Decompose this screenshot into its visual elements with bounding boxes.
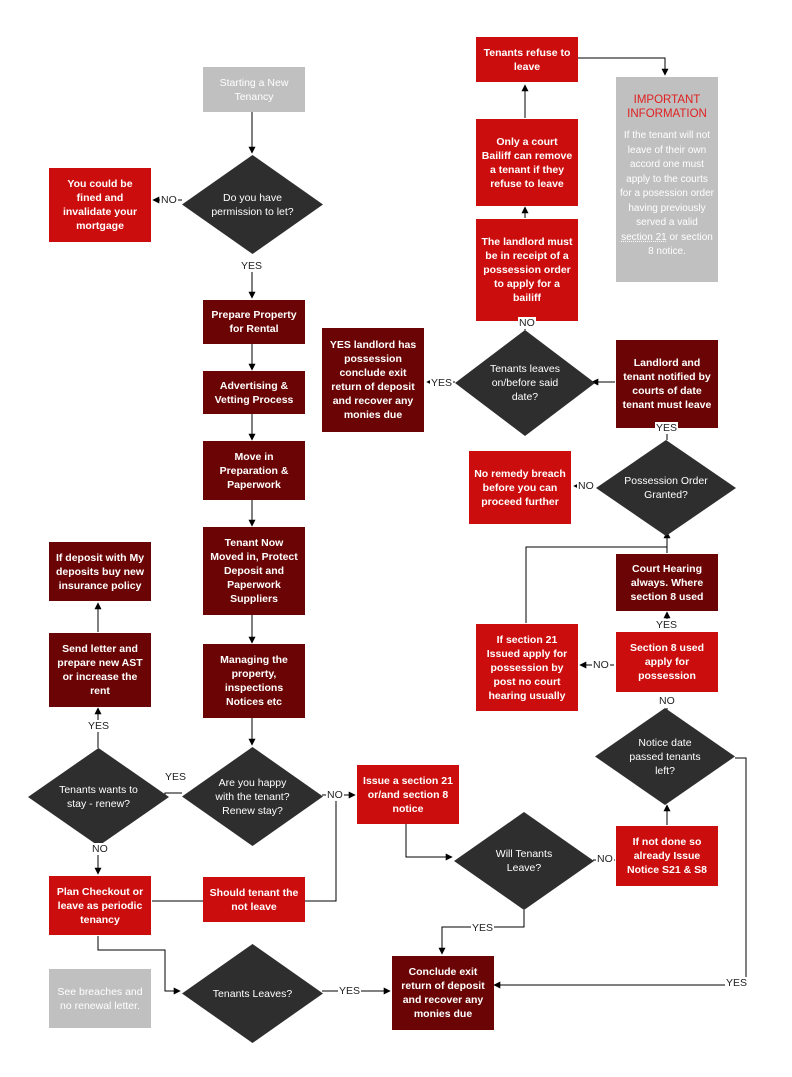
notified-box: Landlord and tenant notified by courts o… [616,340,718,428]
tenant-moved-box: Tenant Now Moved in, Protect Deposit and… [203,527,305,615]
court-hearing-box: Court Hearing always. Where section 8 us… [616,554,718,611]
label-notice-yes: YES [725,977,749,989]
label-stay-no: NO [91,843,109,855]
label-stay-yes: YES [87,720,111,732]
label-will-leave-no: NO [596,853,614,865]
conclude-bottom-box: Conclude exit return of deposit and reco… [392,956,494,1030]
tenants-leaves-text: Tenants Leaves? [212,987,293,1000]
s21-issued-box: If section 21 Issued apply for possessio… [476,624,578,711]
label-s8-no: NO [592,659,610,671]
label-possession-yes: YES [655,422,679,434]
refuse-box: Tenants refuse to leave [476,37,578,82]
important-info-panel: IMPORTANT INFORMATION If the tenant will… [616,77,718,282]
happy-text: Are you happy with the tenant? Renew sta… [215,776,290,817]
label-leaves-before-no: NO [518,317,536,329]
label-s8-yes: YES [655,619,679,631]
label-happy-no: NO [326,789,344,801]
bailiff-box: Only a court Bailiff can remove a tenant… [476,119,578,206]
send-letter-box: Send letter and prepare new AST or incre… [49,633,151,707]
prepare-box: Prepare Property for Rental [203,300,305,344]
fined-box: You could be fined and invalidate your m… [49,168,151,242]
label-possession-no: NO [577,480,595,492]
label-leaves-before-yes: YES [430,377,454,389]
label-will-leave-yes: YES [471,922,495,934]
should-leave-box: Should tenant the not leave [203,877,305,922]
label-permission-no: NO [160,194,178,206]
receipt-box: The landlord must be in receipt of a pos… [476,219,578,321]
plan-checkout-box: Plan Checkout or leave as periodic tenan… [49,876,151,935]
will-leave-text: Will Tenants Leave? [495,848,553,874]
info-text-after: or section 8 notice. [648,231,713,258]
label-notice-no: NO [658,695,676,707]
label-permission-yes: YES [240,260,264,272]
wants-stay-text: Tenants wants to stay - renew? [59,784,138,810]
yes-landlord-box: YES landlord has possession conclude exi… [322,328,424,432]
s8-used-box: Section 8 used apply for possession [616,632,718,692]
permission-text: Do you have permission to let? [211,191,294,218]
start-box: Starting a New Tenancy [203,67,305,112]
managing-box: Managing the property, inspections Notic… [203,644,305,718]
section-21-link[interactable]: section 21 [621,231,667,243]
info-title: IMPORTANT INFORMATION [627,94,707,120]
label-happy-yes: YES [164,771,188,783]
if-not-done-box: If not done so already Issue Notice S21 … [616,826,718,886]
move-in-box: Move in Preparation & Paperwork [203,441,305,500]
advertising-box: Advertising & Vetting Process [203,371,305,414]
leaves-before-text: Tenants leaves on/before said date? [489,363,561,403]
issue-section-box: Issue a section 21 or/and section 8 noti… [357,765,459,824]
info-text-before: If the tenant will not leave of their ow… [620,130,714,228]
see-breaches-box: See breaches and no renewal letter. [49,969,151,1028]
possession-granted-text: Possession Order Granted? [624,475,708,501]
info-body: If the tenant will not leave of their ow… [620,129,714,260]
mydeposits-box: If deposit with My deposits buy new insu… [49,542,151,601]
notice-passed-text: Notice date passed tenants left? [629,736,701,777]
label-leaves-yes: YES [338,985,362,997]
no-remedy-box: No remedy breach before you can proceed … [469,451,571,524]
